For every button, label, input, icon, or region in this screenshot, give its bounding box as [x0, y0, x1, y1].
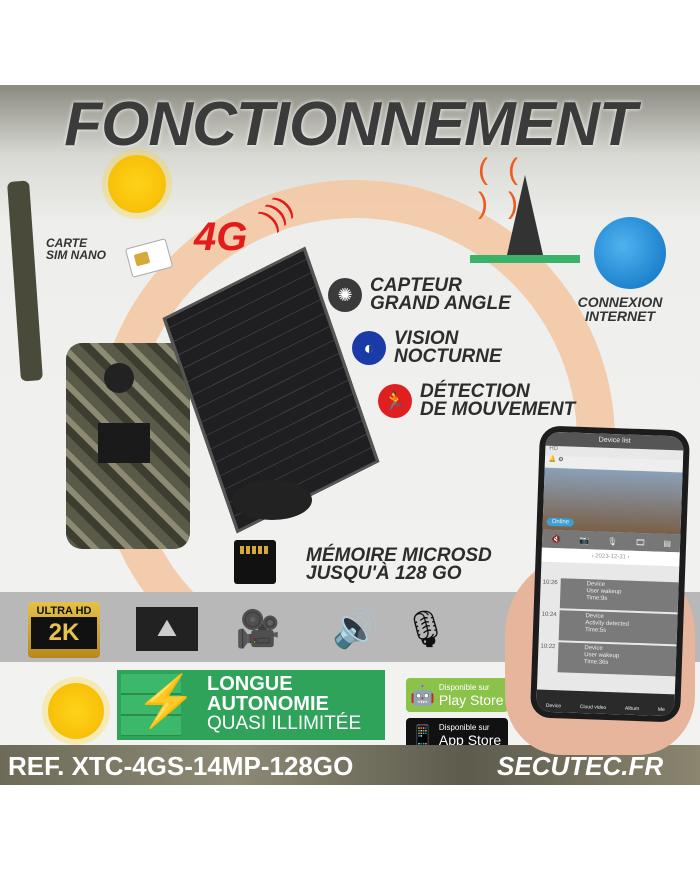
event-time: 10:26 — [542, 579, 558, 587]
page-title: FONCTIONNEMENT — [64, 90, 637, 159]
more-icon[interactable]: ▤ — [663, 538, 672, 548]
nav-cloud-video[interactable]: Cloud video — [579, 704, 607, 711]
ultra-hd-2k-badge: ULTRA HD 2K — [28, 602, 100, 658]
sim-label: CARTE SIM NANO — [46, 236, 106, 262]
feature-line: VISION — [394, 328, 459, 349]
smartphone-icon: 📱 — [410, 724, 435, 747]
globe-icon — [594, 217, 666, 289]
smartphone: Device list HD 🔔 ⚙ Online 🔇📷🎙🎞▤ ‹ 2023-1… — [529, 425, 691, 723]
microsd-icon — [234, 540, 276, 584]
battery-line: AUTONOMIE — [207, 693, 329, 715]
product-poster: FONCTIONNEMENT CARTE SIM NANO 4G ))) (( … — [0, 85, 700, 785]
event-time: 10:22 — [540, 643, 556, 651]
antenna — [7, 180, 43, 382]
4g-label: 4G — [194, 215, 248, 259]
internet-label: CONNEXION INTERNET — [577, 294, 663, 324]
video-camera-icon: 🎥 — [235, 608, 281, 649]
feature-line: DÉTECTION — [420, 381, 530, 402]
speaker-icon: 🔊 — [332, 608, 380, 650]
gear-icon[interactable]: ⚙ — [557, 457, 564, 464]
feature-line: NOCTURNE — [394, 346, 502, 367]
battery-line: QUASI ILLIMITÉE — [207, 713, 362, 734]
feature-line: GRAND ANGLE — [370, 293, 511, 314]
product-reference: REF. XTC-4GS-14MP-128GO — [8, 751, 354, 781]
sun-icon — [48, 683, 104, 739]
cell-tower-icon: (( )) — [470, 153, 580, 265]
record-icon[interactable]: 🎞 — [635, 537, 646, 547]
trail-camera — [66, 343, 190, 549]
lightning-icon: ⚡ — [135, 673, 198, 729]
store-name: Play Store — [438, 691, 504, 708]
app-screen: Device list HD 🔔 ⚙ Online 🔇📷🎙🎞▤ ‹ 2023-1… — [536, 431, 684, 717]
nav-album[interactable]: Album — [624, 705, 640, 713]
photo-icon: ⛰ — [136, 607, 198, 651]
aperture-icon: ✺ — [328, 278, 362, 312]
microphone-icon: 🎙 — [403, 608, 449, 649]
memory-line: JUSQU'À 128 GO — [306, 563, 462, 584]
battery-autonomy-banner: ⚡ LONGUE AUTONOMIE QUASI ILLIMITÉE — [117, 670, 385, 740]
live-preview[interactable]: Online — [542, 467, 683, 535]
battery-line: LONGUE — [207, 673, 293, 695]
online-badge: Online — [546, 517, 575, 527]
store-small: Disponible sur — [438, 682, 490, 692]
bottom-nav: Device Cloud video Album Me — [536, 689, 675, 717]
sun-icon — [108, 155, 166, 213]
feature-line: DE MOUVEMENT — [420, 399, 576, 420]
date-text: 2023-12-31 — [595, 553, 627, 561]
android-icon: 🤖 — [410, 684, 435, 707]
nav-device[interactable]: Device — [545, 702, 562, 710]
brand-name: SECUTEC.FR — [497, 751, 664, 781]
microphone-icon[interactable]: 🎙 — [607, 536, 618, 546]
event-time: 10:24 — [541, 611, 557, 619]
snapshot-icon[interactable]: 📷 — [579, 535, 590, 545]
footer-strip: REF. XTC-4GS-14MP-128GO SECUTEC.FR — [0, 745, 700, 785]
memory-line: MÉMOIRE MICROSD — [306, 545, 492, 566]
mute-icon[interactable]: 🔇 — [551, 534, 562, 544]
motion-icon: 🏃 — [378, 384, 412, 418]
battery-icon — [121, 674, 181, 736]
night-vision-icon: ◐ — [352, 331, 386, 365]
2k-text: 2K — [31, 617, 97, 649]
nav-me[interactable]: Me — [657, 706, 665, 713]
uhd-text: ULTRA HD — [36, 605, 92, 617]
feature-line: CAPTEUR — [370, 275, 462, 296]
bell-icon[interactable]: 🔔 — [548, 456, 557, 464]
store-name: App Store — [438, 731, 502, 748]
store-small: Disponible sur — [438, 722, 490, 732]
solar-panel-mount — [232, 480, 312, 520]
